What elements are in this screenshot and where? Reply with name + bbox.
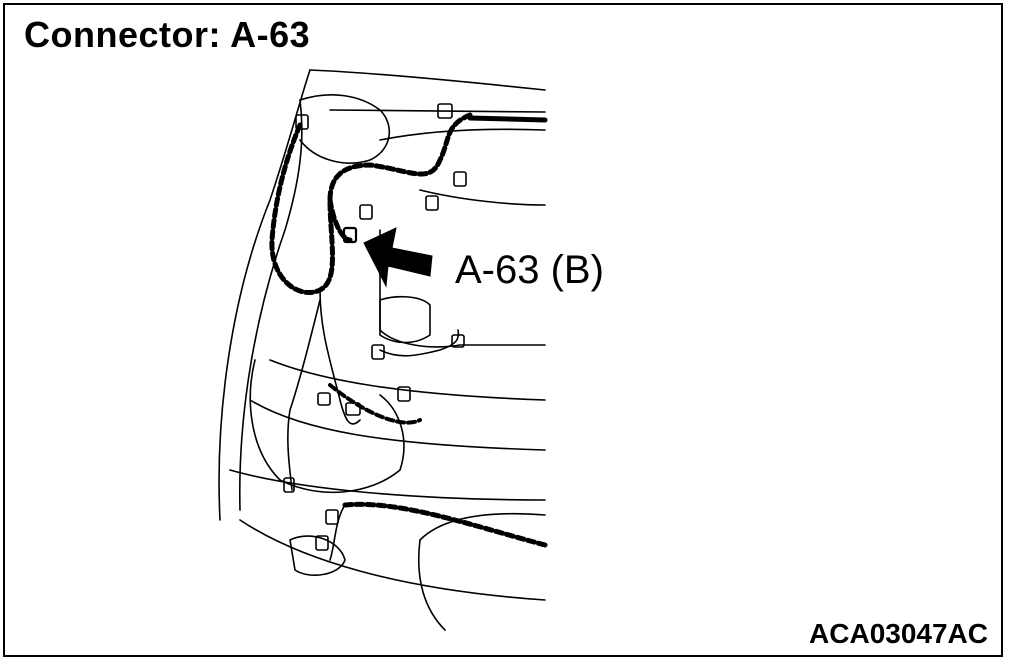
headlamp-outline [249,359,405,494]
figure-code: ACA03047AC [809,618,988,649]
engine-top [419,189,546,206]
wire-down [319,289,361,425]
wiring-harness-branch [327,197,353,243]
bumper-top [229,469,546,501]
strut-tower [299,94,391,164]
connector [371,344,385,360]
inner-fender [238,99,303,511]
connector [325,509,339,525]
battery-box [379,295,431,344]
radiator-support [269,359,546,401]
wire-lower-left [329,504,346,561]
bumper-lower [239,519,546,601]
pointer-arrow [363,227,433,288]
fender-outline [218,69,311,521]
connector-a63 [342,226,358,244]
connector [295,114,309,130]
wiring-harness-lower [328,383,422,425]
cowl-line [379,128,546,141]
connector [437,103,453,119]
upper-grille-bar [249,399,546,451]
wire-left [287,299,321,491]
diagram-title: Connector: A-63 [24,14,311,55]
wire-mid [379,329,460,357]
connector [451,334,465,348]
grille-opening [417,512,546,631]
arrow-icon [363,227,433,288]
connector [359,204,373,220]
connector [283,477,295,493]
connector [317,392,331,406]
wire-main-right [467,115,548,123]
hood-edge [309,69,546,91]
connector [397,386,411,402]
connector [315,535,329,551]
connector-callout-label: A-63 (B) [455,248,604,292]
wiring-harness-front [342,501,548,548]
fog-lamp [289,535,346,576]
connector [425,195,439,211]
connector [345,402,361,416]
connector [453,171,467,187]
engine-block [379,229,546,348]
